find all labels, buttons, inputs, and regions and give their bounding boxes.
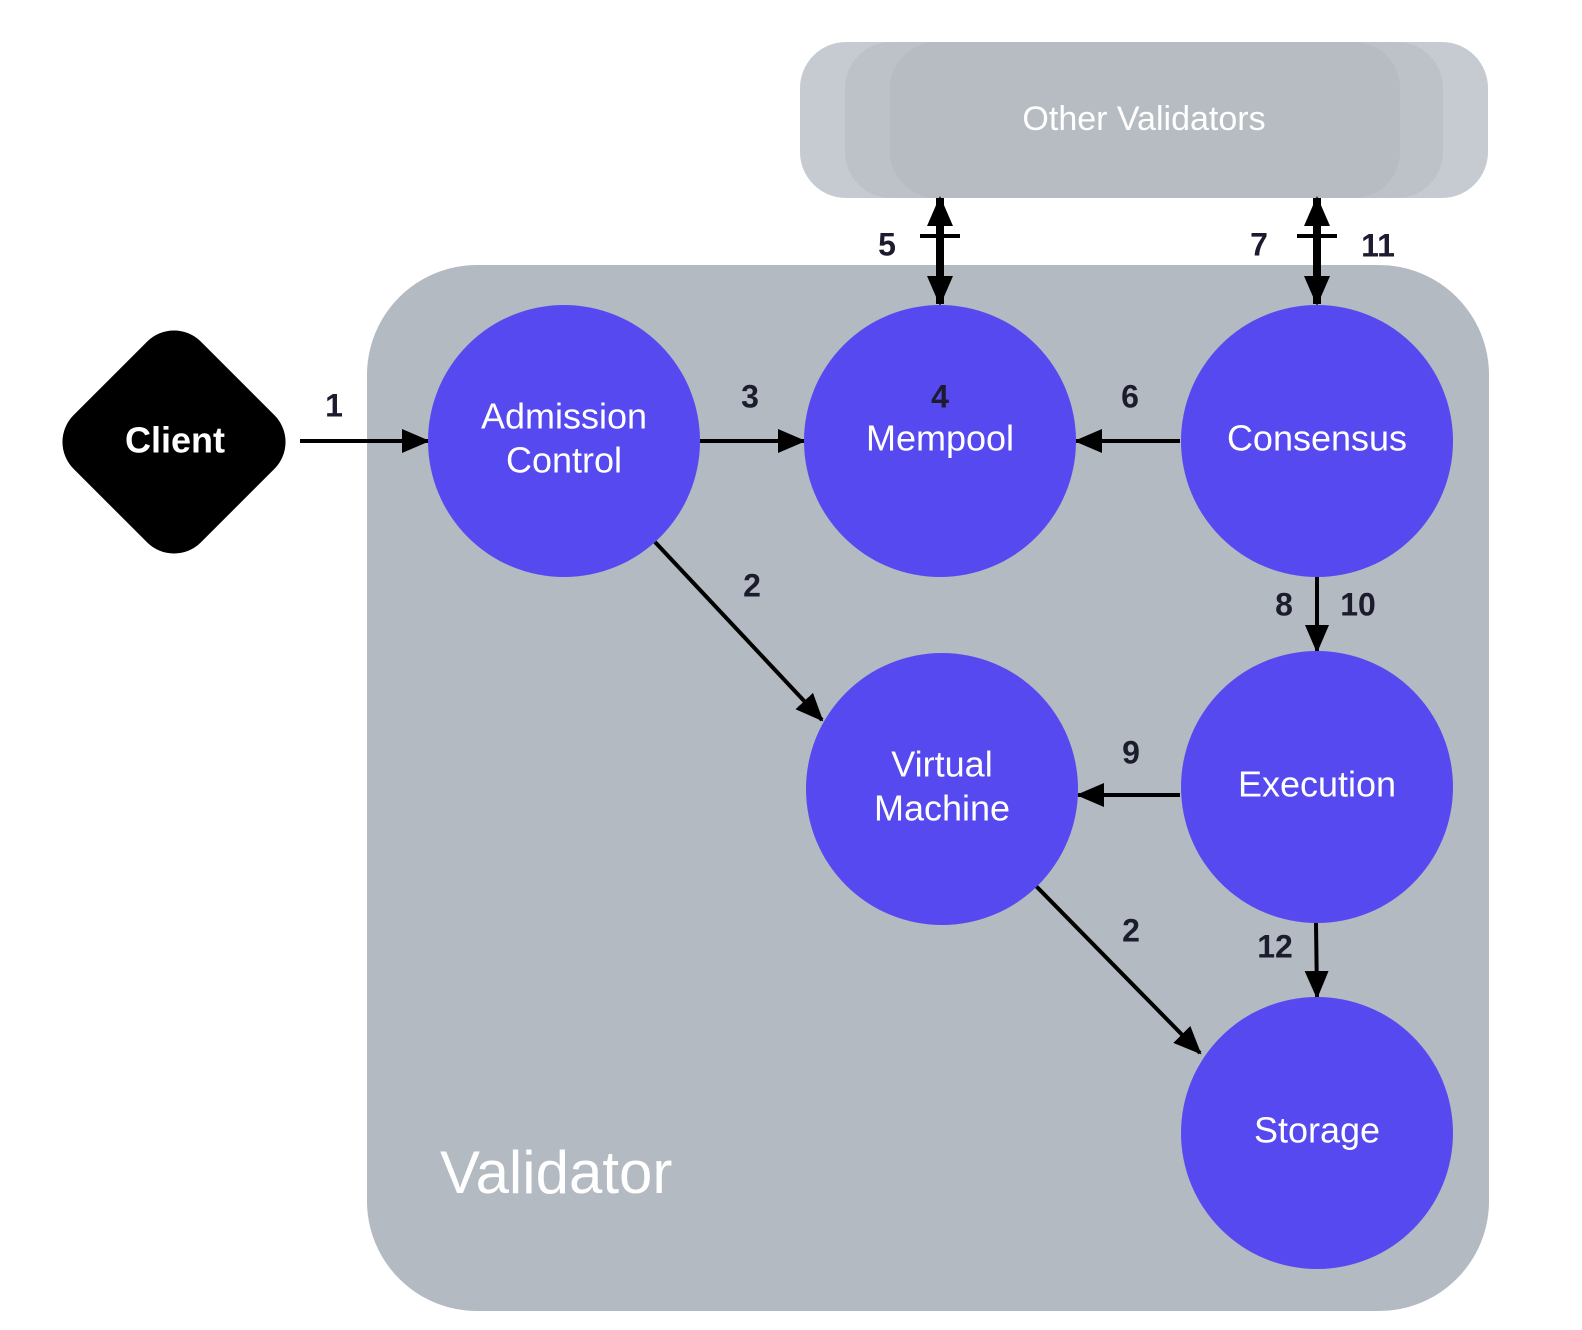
admission-control-label-line2: Control [506,440,622,481]
step-label-8: 8 [1275,586,1293,622]
storage-label: Storage [1254,1110,1380,1151]
virtual-machine-circle [806,653,1078,925]
step-label-10: 10 [1340,586,1376,622]
mempool-node: Mempool [804,305,1076,577]
virtual-machine-label-line2: Machine [874,788,1010,829]
other-validators-group: Other Validators [800,42,1488,198]
step-label-2b: 2 [1122,912,1140,948]
execution-label: Execution [1238,764,1396,805]
step-label-12: 12 [1257,928,1293,964]
step-label-1: 1 [325,387,343,423]
virtual-machine-node: Virtual Machine [806,653,1078,925]
step-label-3: 3 [741,378,759,414]
edge-vm-to-storage [1034,884,1202,1055]
virtual-machine-label-line1: Virtual [891,744,992,785]
consensus-node: Consensus [1181,305,1453,577]
step-label-4: 4 [931,378,949,414]
step-label-5: 5 [878,226,896,262]
mempool-label: Mempool [866,418,1014,459]
edge-admission-to-vm [653,540,824,722]
admission-control-node: Admission Control [428,305,700,577]
storage-circle [1181,997,1453,1269]
client-label: Client [125,420,225,461]
validator-label: Validator [440,1139,672,1206]
step-label-9: 9 [1122,734,1140,770]
other-validators-label: Other Validators [1022,100,1265,138]
client-diamond [62,330,286,554]
execution-node: Execution [1181,651,1453,923]
edge-execution-to-storage [1304,922,1329,999]
storage-node: Storage [1181,997,1453,1269]
admission-control-circle [428,305,700,577]
step-label-2a: 2 [743,567,761,603]
consensus-circle [1181,305,1453,577]
admission-control-label-line1: Admission [481,396,647,437]
consensus-label: Consensus [1227,418,1407,459]
execution-circle [1181,651,1453,923]
step-label-6: 6 [1121,378,1139,414]
other-validators-box-front [890,42,1400,198]
client-node: Client [62,330,286,554]
step-label-7: 7 [1250,226,1268,262]
mempool-circle [804,305,1076,577]
step-label-11: 11 [1361,227,1395,263]
